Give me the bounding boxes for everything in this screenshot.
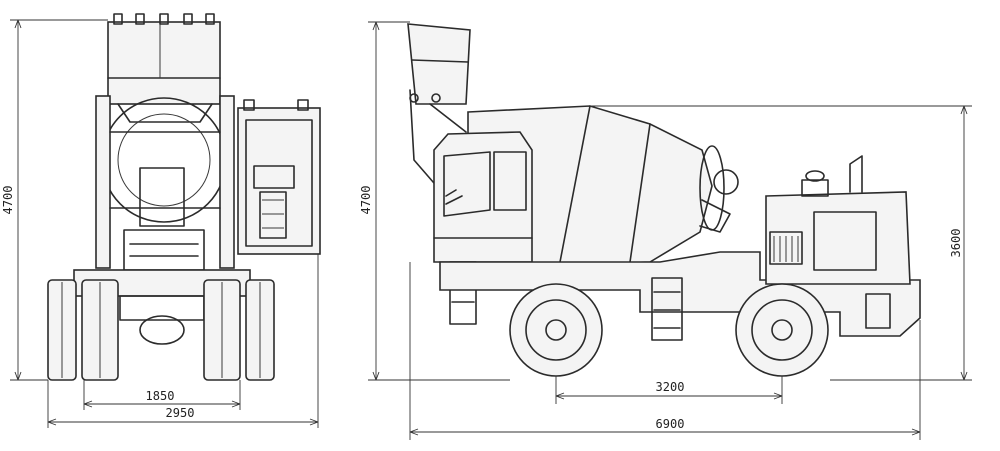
side-height-label: 4700: [359, 186, 373, 215]
wheelbase-label: 3200: [656, 380, 685, 394]
cab-height-dimension: [590, 105, 972, 381]
front-height-label: 4700: [1, 186, 15, 215]
side-height-dimension: [368, 21, 510, 381]
front-drum: [101, 97, 227, 223]
side-cab: [433, 131, 533, 263]
front-left-wheels: [47, 279, 119, 381]
track-width-label: 1850: [146, 389, 175, 403]
front-view: 4700 1850 2950: [1, 13, 321, 428]
side-view: 4700 3600 3200 6900: [359, 21, 972, 440]
cab-height-label: 3600: [949, 229, 963, 258]
side-rear-wheel: [735, 283, 829, 377]
side-engine-housing: [765, 155, 911, 329]
front-frame: [95, 95, 235, 271]
side-hopper: [407, 23, 471, 191]
side-chassis: [439, 251, 921, 341]
wheelbase-dimension: [555, 376, 783, 404]
overall-width-label: 2950: [166, 406, 195, 420]
overall-length-dimension: [409, 262, 921, 440]
front-hopper: [107, 13, 221, 123]
side-front-wheel: [509, 283, 603, 377]
front-right-wheels: [203, 279, 275, 381]
track-width-dimension: [83, 380, 241, 410]
overall-length-label: 6900: [656, 417, 685, 431]
overall-width-dimension: [47, 254, 319, 428]
front-cab: [237, 99, 321, 255]
front-height-dimension: [10, 19, 108, 381]
